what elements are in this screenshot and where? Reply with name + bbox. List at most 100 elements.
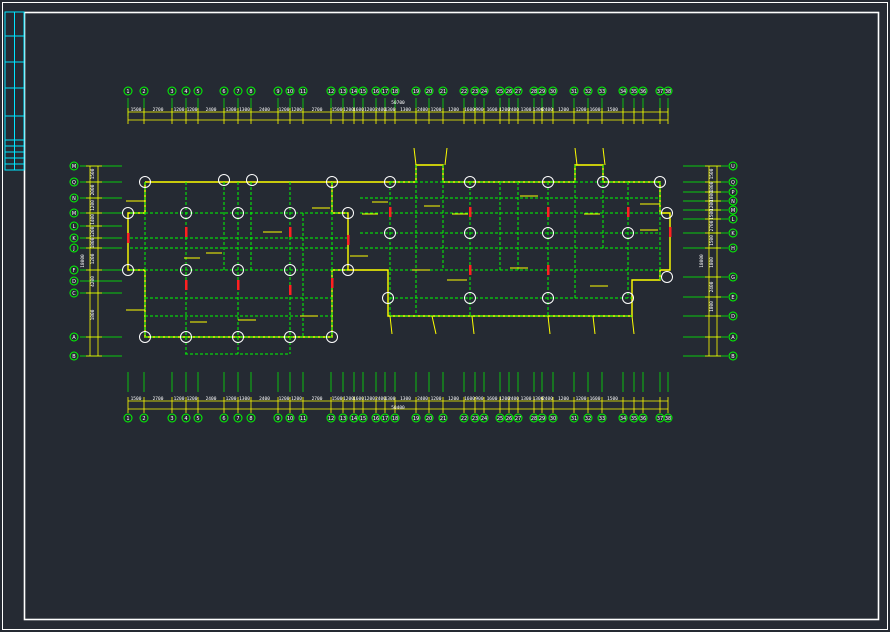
right-axis-bubble [728, 187, 738, 197]
top-axis-bubble [495, 86, 505, 96]
right-dimension-value: 1500 [709, 209, 715, 220]
right-axis-label: Q [731, 180, 735, 186]
column-circle [139, 331, 151, 343]
bottom-axis-label: 32 [585, 416, 591, 422]
column-circle [464, 292, 476, 304]
bottom-axis-bubble [438, 413, 448, 423]
top-dimension-value: 2400 [375, 107, 386, 113]
column-circle [542, 227, 554, 239]
bottom-dimension-value: 1200 [499, 396, 510, 402]
column-mark [185, 280, 188, 290]
bottom-axis-bubble [246, 413, 256, 423]
door-stub [444, 147, 448, 166]
top-axis-label: 31 [571, 89, 577, 95]
bottom-dimension-value: 1200 [364, 396, 375, 402]
bottom-dimension-value: 2400 [259, 396, 270, 402]
door-stub [431, 315, 437, 335]
bottom-dimension-value: 1600 [590, 396, 601, 402]
right-axis-label: U [731, 164, 735, 170]
top-axis-label: 4 [184, 89, 187, 95]
right-axis-bubble [728, 351, 738, 361]
top-axis-bubble [638, 86, 648, 96]
left-axis-bubble [69, 265, 79, 275]
bottom-dimension-value: 1500 [332, 396, 343, 402]
bottom-axis-bubble [390, 413, 400, 423]
bottom-axis-label: 13 [340, 416, 346, 422]
bottom-dimension-value: 2400 [417, 396, 428, 402]
top-dimension-value: 2400 [417, 107, 428, 113]
left-axis-label: J [72, 246, 74, 252]
bottom-axis-label: 5 [196, 416, 199, 422]
column-circle [326, 331, 338, 343]
top-axis-label: 32 [585, 89, 591, 95]
left-axis-bubble [69, 276, 79, 286]
top-axis-bubble [285, 86, 295, 96]
right-axis-bubble [728, 272, 738, 282]
top-axis-label: 2 [142, 89, 145, 95]
column-circle [382, 292, 394, 304]
bottom-axis-bubble [411, 413, 421, 423]
bottom-axis-bubble [597, 413, 607, 423]
top-axis-bubble [219, 86, 229, 96]
top-axis-label: 27 [515, 89, 521, 95]
bottom-axis-bubble [285, 413, 295, 423]
bottom-dimension-value: 1200 [174, 396, 185, 402]
left-axis-bubble [69, 161, 79, 171]
bottom-axis-label: 19 [413, 416, 419, 422]
right-axis-label: H [731, 246, 735, 252]
column-circle [654, 176, 666, 188]
top-axis-bubble [181, 86, 191, 96]
top-dimension-value: 900 [475, 107, 483, 113]
bottom-axis-bubble [513, 413, 523, 423]
top-axis-label: 6 [222, 89, 225, 95]
top-axis-bubble [597, 86, 607, 96]
bottom-dimension-value: 2400 [508, 396, 519, 402]
column-circle [284, 207, 296, 219]
right-axis-bubble [728, 292, 738, 302]
top-axis-label: 12 [328, 89, 334, 95]
top-dimension-value: 1200 [279, 107, 290, 113]
column-circle [384, 227, 396, 239]
bottom-dimension-value: 1500 [131, 396, 142, 402]
top-axis-bubble [548, 86, 558, 96]
top-axis-label: 13 [340, 89, 346, 95]
column-circle [284, 264, 296, 276]
bottom-axis-bubble [371, 413, 381, 423]
top-axis-label: 5 [196, 89, 199, 95]
left-axis-label: L [73, 224, 76, 230]
top-dimension-value: 2400 [508, 107, 519, 113]
door-stub [547, 315, 551, 335]
bottom-axis-bubble [504, 413, 514, 423]
left-axis-label: N [72, 196, 76, 202]
top-axis-label: 35 [631, 89, 637, 95]
bottom-axis-label: 22 [461, 416, 467, 422]
left-axis-bubble [69, 243, 79, 253]
column-mark [289, 227, 292, 237]
door-stub [413, 147, 417, 166]
top-axis-bubble [629, 86, 639, 96]
left-dimension-value: 1800 [90, 309, 96, 320]
left-axis-bubble [69, 233, 79, 243]
right-axis-label: L [732, 217, 735, 223]
top-axis-label: 17 [382, 89, 388, 95]
bottom-axis-label: 7 [236, 416, 239, 422]
top-dimension-value: 1200 [431, 107, 442, 113]
top-dimension-value: 1600 [464, 107, 475, 113]
column-circle [597, 176, 609, 188]
top-dimension-value: 1600 [487, 107, 498, 113]
column-circle [232, 264, 244, 276]
top-axis-bubble [663, 86, 673, 96]
bottom-axis-label: 11 [300, 416, 306, 422]
left-axis-label: Q [72, 180, 76, 186]
left-axis-bubble [69, 351, 79, 361]
top-axis-label: 29 [539, 89, 545, 95]
column-circle [661, 271, 673, 283]
column-mark [347, 235, 350, 245]
top-axis-bubble [273, 86, 283, 96]
top-axis-bubble [380, 86, 390, 96]
column-mark [547, 265, 550, 275]
bottom-dimension-value: 2700 [153, 396, 164, 402]
top-axis-bubble [513, 86, 523, 96]
top-dimension-value: 1300 [226, 107, 237, 113]
